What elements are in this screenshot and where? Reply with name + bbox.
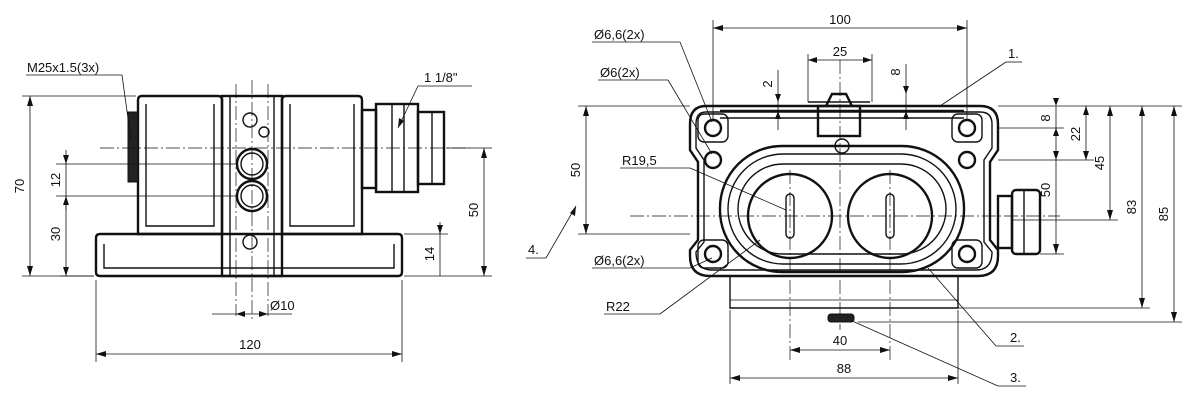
dim-width: 120 [239,337,261,352]
callout-2: 2. [1010,330,1021,345]
dim-left-50: 50 [568,163,583,177]
hole-mid-left: Ø6(2x) [600,65,640,80]
dim-right-height: 50 [466,203,481,217]
dim-right-85: 85 [1156,207,1171,221]
side-view: 70 12 30 50 14 Ø10 120 [12,60,492,362]
callout-4: 4. [528,242,539,257]
dim-right-45: 45 [1092,156,1107,170]
radius-outer: R22 [606,299,630,314]
radius-inner: R19,5 [622,153,657,168]
dim-right-50: 50 [1038,183,1053,197]
dim-height-total: 70 [12,179,27,193]
gland-label: 1 1/8" [424,70,458,85]
dim-right-22: 22 [1068,127,1083,141]
dim-small-8: 8 [888,68,903,75]
dim-hole-spacing: 12 [48,173,63,187]
thread-label: M25x1.5(3x) [27,60,99,75]
hole-top-left: Ø6,6(2x) [594,27,645,42]
hole-bottom-left: Ø6,6(2x) [594,253,645,268]
dim-bottom-40: 40 [833,333,847,348]
dim-foot-height: 14 [422,247,437,261]
callout-3: 3. [1010,370,1021,385]
dim-right-8: 8 [1038,114,1053,121]
dim-hole-dia: Ø10 [270,298,295,313]
dim-width-top: 100 [829,12,851,27]
dim-bottom-88: 88 [837,361,851,376]
dim-base-height: 30 [48,227,63,241]
dim-right-83: 83 [1124,200,1139,214]
callout-1: 1. [1008,46,1019,61]
front-view: 100 25 2 8 50 8 50 22 [526,12,1182,387]
dim-center-spacing: 25 [833,44,847,59]
dim-small-2: 2 [760,80,775,87]
